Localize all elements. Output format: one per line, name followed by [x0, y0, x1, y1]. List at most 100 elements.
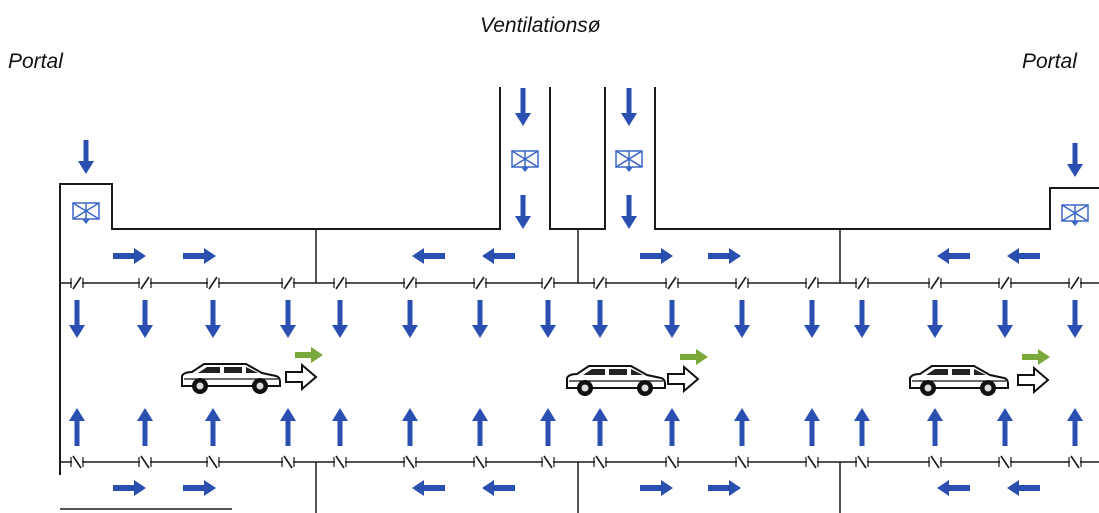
car-icon: [181, 363, 281, 394]
down-arrow-icon: [69, 300, 85, 338]
damper-mark: [1000, 276, 1010, 290]
damper-mark: [208, 276, 218, 290]
down-arrow-icon: [540, 300, 556, 338]
down-arrow-icon: [621, 88, 637, 126]
outline-arrow-icon: [1017, 365, 1050, 395]
down-arrow-icon: [515, 195, 531, 229]
down-arrow-icon: [332, 300, 348, 338]
down-arrow-icon: [997, 300, 1013, 338]
damper-mark: [1000, 455, 1010, 469]
left-arrow-icon: [937, 248, 970, 264]
right-arrow-icon: [113, 248, 146, 264]
right-portal-wall: [654, 87, 1099, 230]
right-arrow-icon: [640, 248, 673, 264]
vehicles: [181, 362, 1050, 396]
floor-damper-line: [60, 455, 1099, 469]
left-arrow-icon: [937, 480, 970, 496]
up-arrow-icon: [402, 408, 418, 446]
damper-mark: [1070, 455, 1080, 469]
up-arrow-icon: [997, 408, 1013, 446]
outline-arrow-icon: [667, 364, 700, 394]
damper-mark: [140, 276, 150, 290]
up-arrow-icon: [804, 408, 820, 446]
damper-mark: [475, 455, 485, 469]
left-arrow-icon: [412, 480, 445, 496]
ceiling-damper-line: [60, 276, 1099, 290]
down-arrow-icon: [804, 300, 820, 338]
jet-fan-icon: [511, 150, 539, 173]
damper-mark: [1070, 276, 1080, 290]
damper-mark: [543, 455, 553, 469]
damper-mark: [72, 276, 82, 290]
damper-mark: [737, 276, 747, 290]
damper-mark: [667, 455, 677, 469]
up-arrow-icon: [927, 408, 943, 446]
traffic-direction-arrow-icon: [295, 347, 323, 363]
up-arrow-icon: [734, 408, 750, 446]
up-arrow-icon: [540, 408, 556, 446]
car-icon: [566, 365, 666, 396]
jet-fan-icon: [615, 150, 643, 173]
damper-mark: [543, 276, 553, 290]
up-arrow-icon: [664, 408, 680, 446]
down-arrow-icon: [515, 88, 531, 126]
traffic-direction-arrow-icon: [680, 349, 708, 365]
jet-fan-icon: [72, 202, 100, 225]
damper-mark: [140, 455, 150, 469]
up-arrow-icon: [854, 408, 870, 446]
jet-fan-icon: [1061, 204, 1089, 227]
tunnel-outline: [59, 87, 1099, 513]
damper-mark: [283, 455, 293, 469]
right-portal-label: Portal: [1022, 50, 1077, 73]
up-arrow-icon: [137, 408, 153, 446]
down-arrow-icon: [205, 300, 221, 338]
damper-mark: [405, 276, 415, 290]
damper-mark: [335, 455, 345, 469]
damper-mark: [283, 276, 293, 290]
outline-arrow-icon: [285, 362, 318, 392]
damper-mark: [857, 455, 867, 469]
damper-mark: [72, 455, 82, 469]
up-arrow-icon: [1067, 408, 1083, 446]
traffic-direction-arrow-icon: [1022, 349, 1050, 365]
down-arrow-icon: [1067, 300, 1083, 338]
down-arrow-icon: [402, 300, 418, 338]
damper-mark: [857, 276, 867, 290]
damper-mark: [807, 276, 817, 290]
up-arrow-icon: [280, 408, 296, 446]
damper-mark: [667, 276, 677, 290]
damper-mark: [335, 276, 345, 290]
damper-mark: [930, 455, 940, 469]
down-arrow-icon: [734, 300, 750, 338]
left-arrow-icon: [482, 248, 515, 264]
damper-mark: [807, 455, 817, 469]
damper-mark: [737, 455, 747, 469]
left-portal-wall: [59, 87, 501, 475]
damper-mark: [595, 455, 605, 469]
left-arrow-icon: [1007, 248, 1040, 264]
ventilation-island-label: Ventilationsø: [480, 14, 601, 37]
right-arrow-icon: [708, 248, 741, 264]
down-arrow-icon: [664, 300, 680, 338]
right-arrow-icon: [708, 480, 741, 496]
up-arrow-icon: [592, 408, 608, 446]
down-arrow-icon: [592, 300, 608, 338]
damper-mark: [208, 455, 218, 469]
right-arrow-icon: [183, 480, 216, 496]
down-arrow-icon: [854, 300, 870, 338]
up-arrow-icon: [472, 408, 488, 446]
down-arrow-icon: [78, 140, 94, 174]
down-arrow-icon: [280, 300, 296, 338]
car-icon: [909, 365, 1009, 396]
airflow-arrows: [69, 88, 1083, 496]
up-arrow-icon: [332, 408, 348, 446]
up-arrow-icon: [205, 408, 221, 446]
right-arrow-icon: [183, 248, 216, 264]
left-arrow-icon: [482, 480, 515, 496]
down-arrow-icon: [472, 300, 488, 338]
left-arrow-icon: [1007, 480, 1040, 496]
right-arrow-icon: [113, 480, 146, 496]
left-portal-label: Portal: [8, 50, 63, 73]
damper-mark: [475, 276, 485, 290]
